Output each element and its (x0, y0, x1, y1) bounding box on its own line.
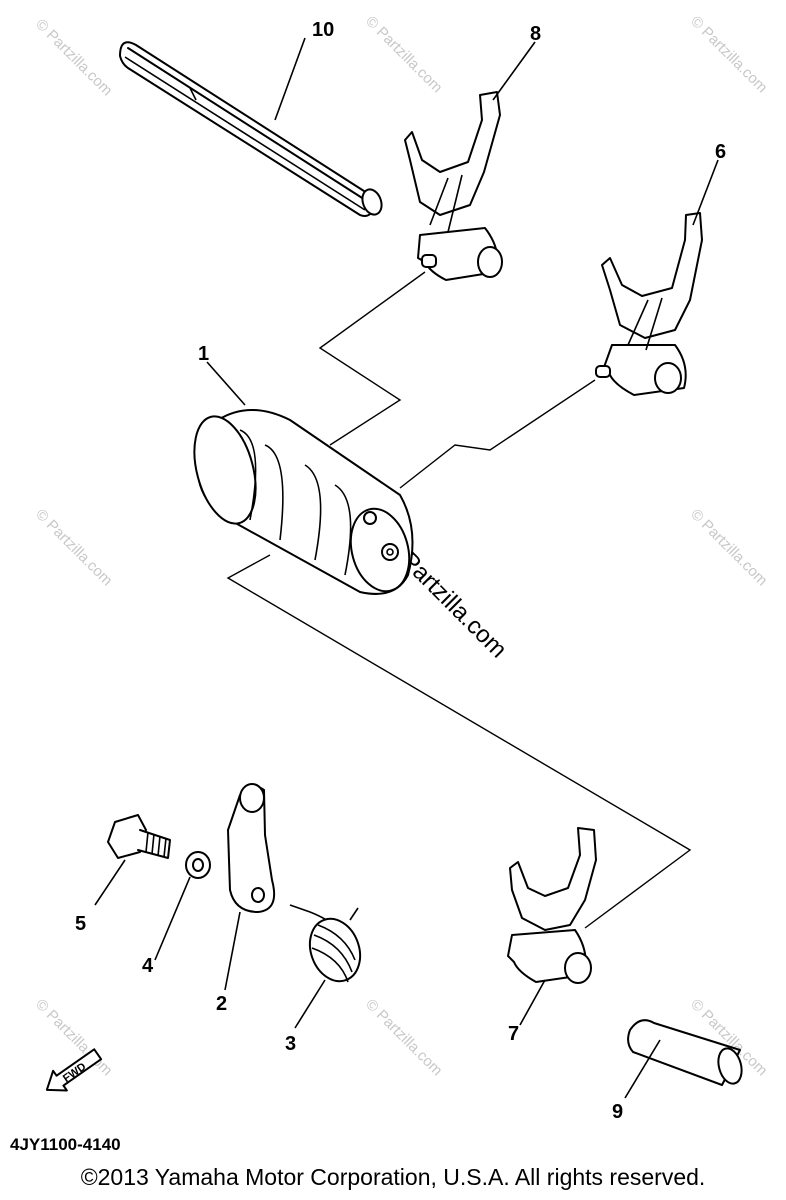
spring-part-3 (289, 904, 362, 983)
watermark: © Partzilla.com (687, 506, 770, 589)
label-part-8: 8 (530, 23, 541, 45)
assembly-lines (226, 271, 692, 929)
label-part-10: 10 (312, 19, 334, 41)
shift-fork-part-6 (595, 212, 703, 396)
watermark: © Partzilla.com (362, 996, 445, 1079)
watermark: © Partzilla.com (687, 13, 770, 96)
label-part-7: 7 (508, 1023, 519, 1045)
watermark: © Partzilla.com (32, 16, 115, 99)
label-part-3: 3 (285, 1033, 296, 1055)
label-part-4: 4 (142, 955, 154, 977)
copyright-text: ©2013 Yamaha Motor Corporation, U.S.A. A… (80, 1164, 706, 1190)
bolt-part-5 (107, 814, 171, 859)
watermark: © Partzilla.com (32, 506, 115, 589)
label-part-2: 2 (216, 993, 227, 1015)
label-part-6: 6 (715, 141, 726, 163)
shift-fork-part-8 (404, 91, 503, 281)
washer-part-4 (185, 851, 211, 879)
label-part-5: 5 (75, 913, 86, 935)
fwd-arrow-icon: FWD (45, 1048, 103, 1092)
shift-drum-part-1 (193, 409, 414, 595)
lever-part-2 (227, 783, 276, 913)
shift-fork-part-7 (507, 827, 597, 984)
part-labels: 1 2 3 4 5 6 7 8 9 10 (75, 19, 726, 1123)
label-part-1: 1 (198, 343, 209, 365)
shaft-part-10 (119, 41, 383, 217)
label-part-9: 9 (612, 1101, 623, 1123)
center-watermark: Partzilla.com (396, 547, 512, 663)
leader-lines (94, 37, 719, 1099)
watermark: © Partzilla.com (362, 13, 445, 96)
pin-part-9 (627, 1019, 743, 1086)
diagram-code: 4JY1100-4140 (10, 1135, 121, 1154)
